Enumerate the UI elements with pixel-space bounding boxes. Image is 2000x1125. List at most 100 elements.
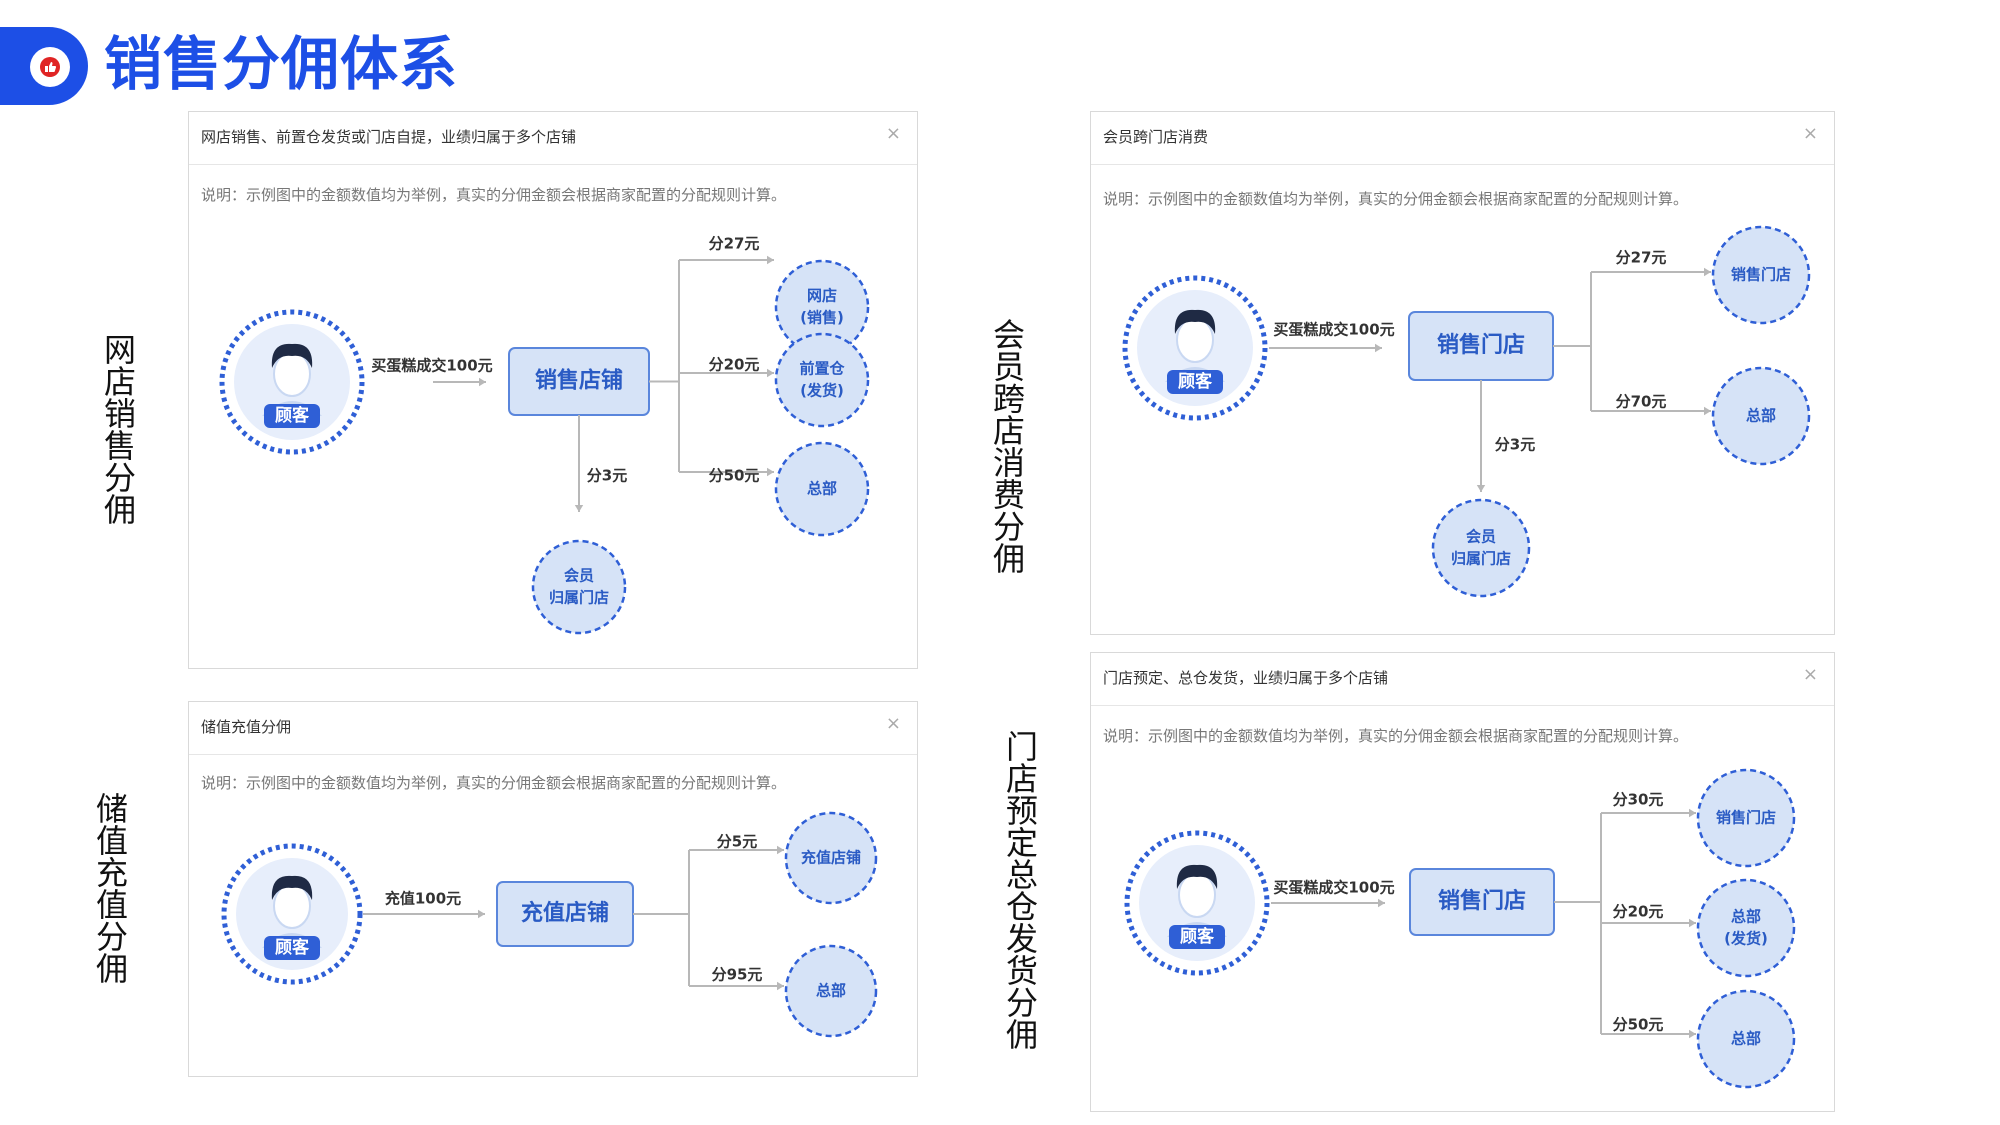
- branch-amount-label: 分20元: [1613, 903, 1664, 921]
- customer-badge: [264, 936, 320, 960]
- branch-amount-label: 分50元: [1613, 1016, 1664, 1034]
- avatar-face: [1178, 872, 1216, 918]
- node-label: 总部: [816, 982, 846, 1000]
- section-label-recharge: 储值充值分佣: [91, 792, 129, 984]
- card-note: 说明：示例图中的金额数值均为举例，真实的分佣金额会根据商家配置的分配规则计算。: [201, 186, 787, 204]
- card-cross-store: 会员跨门店消费 × 说明：示例图中的金额数值均为举例，真实的分佣金额会根据商家配…: [1090, 111, 1835, 635]
- center-store-label: 销售门店: [1438, 888, 1526, 914]
- node-label: 归属门店: [1451, 550, 1511, 568]
- customer-label: 顾客: [275, 937, 310, 958]
- card-title: 网店销售、前置仓发货或门店自提，业绩归属于多个店铺: [201, 128, 577, 146]
- page-title: 销售分佣体系: [104, 30, 459, 98]
- branch-amount-label: 分20元: [709, 356, 760, 374]
- branch-node: [1711, 366, 1811, 466]
- node-label: 总部: [1731, 1030, 1761, 1048]
- avatar-hair: [1174, 309, 1216, 334]
- node-label: (发货): [800, 382, 844, 400]
- card-header: 会员跨门店消费 ×: [1091, 112, 1834, 165]
- arrow-head: [1689, 808, 1696, 818]
- branch-node: [1696, 768, 1796, 868]
- branch-node: [1696, 878, 1796, 978]
- action-label: 买蛋糕成交100元: [1273, 321, 1394, 339]
- branch-node: [774, 441, 870, 537]
- branch-amount-label: 分27元: [1616, 249, 1667, 267]
- node-label: 充值店铺: [801, 849, 861, 867]
- member-store-node: [531, 539, 627, 635]
- flow-diagram: 顾客买蛋糕成交100元销售店铺分27元网店(销售)分20元前置仓(发货)分50元…: [219, 235, 870, 635]
- arrow-head: [1375, 343, 1382, 353]
- customer-badge: [1169, 925, 1225, 949]
- close-icon[interactable]: ×: [1802, 664, 1818, 685]
- branch-amount-label: 分5元: [717, 833, 757, 851]
- avatar-face: [273, 351, 311, 397]
- branch-node: [1696, 989, 1796, 1089]
- node-label: (发货): [1724, 930, 1768, 948]
- down-amount-label: 分3元: [587, 467, 627, 485]
- branch-amount-label: 分50元: [709, 467, 760, 485]
- arrow-head: [777, 981, 784, 991]
- arrow-head: [1476, 485, 1486, 492]
- card-header: 网店销售、前置仓发货或门店自提，业绩归属于多个店铺 ×: [189, 112, 917, 165]
- action-label: 充值100元: [385, 890, 461, 908]
- node-label: 总部: [1731, 908, 1761, 926]
- close-icon[interactable]: ×: [1802, 123, 1818, 144]
- arrow-head: [1704, 267, 1711, 277]
- avatar-hair: [1176, 864, 1218, 889]
- card-header: 门店预定、总仓发货，业绩归属于多个店铺 ×: [1091, 653, 1834, 706]
- customer-badge: [1167, 370, 1223, 394]
- arrow-head: [1704, 406, 1711, 416]
- branch-node: [784, 944, 878, 1038]
- arrow-head: [777, 845, 784, 855]
- card-recharge: 储值充值分佣 × 说明：示例图中的金额数值均为举例，真实的分佣金额会根据商家配置…: [188, 701, 918, 1077]
- branch-node: [774, 332, 870, 428]
- arrow-head: [767, 467, 774, 477]
- avatar-hair: [271, 343, 313, 368]
- card-title: 储值充值分佣: [201, 718, 292, 736]
- customer-badge: [264, 404, 320, 428]
- action-label: 买蛋糕成交100元: [1273, 879, 1394, 897]
- branch-amount-label: 分27元: [709, 235, 760, 253]
- arrow-head: [574, 505, 584, 512]
- card-title: 会员跨门店消费: [1103, 128, 1209, 146]
- branch-amount-label: 分95元: [712, 966, 763, 984]
- center-store-label: 销售门店: [1437, 332, 1525, 358]
- arrow-head: [767, 368, 774, 378]
- close-icon[interactable]: ×: [885, 713, 901, 734]
- node-label: 总部: [807, 480, 837, 498]
- avatar-face: [273, 883, 311, 929]
- member-store-node: [1431, 498, 1531, 598]
- customer-label: 顾客: [1180, 926, 1215, 947]
- down-amount-label: 分3元: [1495, 436, 1535, 454]
- branch-amount-label: 分70元: [1616, 393, 1667, 411]
- node-label: 总部: [1746, 407, 1776, 425]
- card-note: 说明：示例图中的金额数值均为举例，真实的分佣金额会根据商家配置的分配规则计算。: [1103, 190, 1689, 208]
- arrow-head: [478, 909, 485, 919]
- branch-node: [784, 811, 878, 905]
- arrow-head: [479, 377, 486, 387]
- node-label: 会员: [564, 567, 594, 585]
- arrow-head: [1689, 1029, 1696, 1039]
- customer-label: 顾客: [1178, 371, 1213, 392]
- arrow-head: [1689, 918, 1696, 928]
- flow-diagram: 顾客买蛋糕成交100元销售门店分30元销售门店分20元总部(发货)分50元总部: [1124, 768, 1796, 1089]
- close-icon[interactable]: ×: [885, 123, 901, 144]
- node-label: 归属门店: [549, 589, 609, 607]
- thumbs-up-icon: [30, 47, 70, 87]
- node-label: 销售门店: [1716, 809, 1776, 827]
- branch-node: [1711, 225, 1811, 325]
- card-reserve-ship: 门店预定、总仓发货，业绩归属于多个店铺 × 说明：示例图中的金额数值均为举例，真…: [1090, 652, 1835, 1112]
- node-label: 前置仓: [799, 360, 845, 378]
- action-label: 买蛋糕成交100元: [371, 357, 492, 375]
- section-label-reserve-ship: 门店预定总仓发货分佣: [1001, 730, 1039, 1050]
- card-note: 说明：示例图中的金额数值均为举例，真实的分佣金额会根据商家配置的分配规则计算。: [201, 774, 787, 792]
- node-label: 网店: [807, 287, 837, 305]
- node-label: 会员: [1466, 528, 1496, 546]
- section-label-online-store: 网店销售分佣: [99, 333, 137, 525]
- customer-label: 顾客: [275, 405, 310, 426]
- center-store-label: 销售店铺: [535, 368, 623, 394]
- avatar-face: [1176, 317, 1214, 363]
- center-store-label: 充值店铺: [521, 900, 609, 926]
- node-label: 销售门店: [1731, 266, 1791, 284]
